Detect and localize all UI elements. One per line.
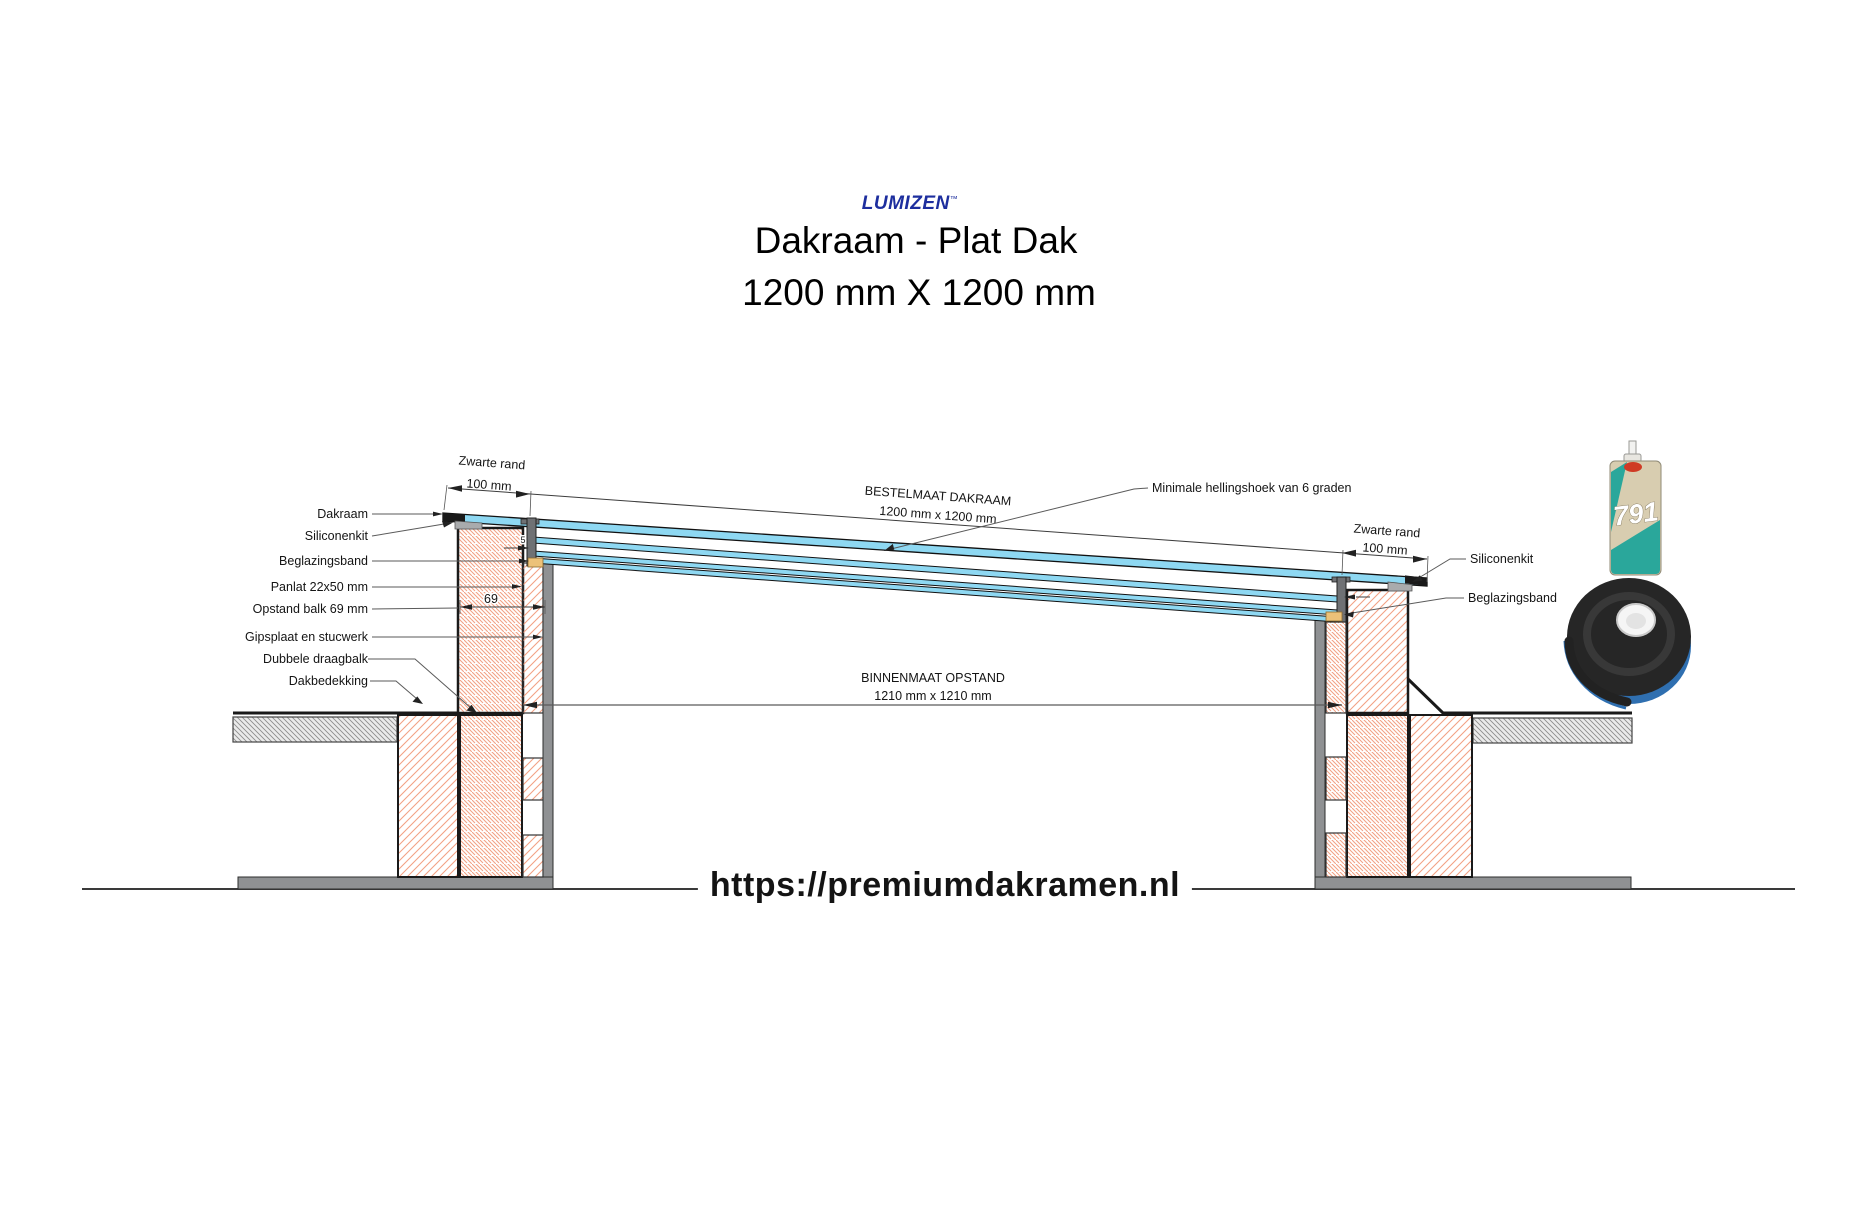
leader-arrow <box>1344 611 1354 618</box>
page-title: Dakraam - Plat Dak <box>754 220 1078 261</box>
opstand-width-value: 69 <box>484 592 498 606</box>
left-labels: Dakraam Siliconenkit Beglazingsband Panl… <box>245 507 369 688</box>
label-siliconenkit-right: Siliconenkit <box>1470 552 1534 566</box>
tape-tail <box>1564 636 1632 707</box>
sealant-number: 791 <box>1612 496 1660 531</box>
dim-arrow <box>516 490 530 498</box>
right-foundation-bar <box>1314 876 1632 890</box>
label-siliconenkit-left: Siliconenkit <box>305 529 369 543</box>
label-beglazingsband-left: Beglazingsband <box>279 554 368 568</box>
leader-arrow <box>433 511 443 517</box>
trademark-symbol: ™ <box>949 194 959 204</box>
leader-arrow <box>1412 575 1423 582</box>
dim-arrow <box>460 604 472 610</box>
leader-arrow <box>533 634 543 640</box>
right-batten-block <box>1325 621 1347 714</box>
left-support-beam-outer <box>397 714 459 878</box>
right-leader-lines <box>884 487 1466 618</box>
zwarte-rand-left-label: Zwarte rand <box>458 454 526 473</box>
label-dakraam: Dakraam <box>317 507 368 521</box>
left-silicone-bead <box>454 520 483 530</box>
dim-arrow <box>1344 594 1355 600</box>
left-batten-block <box>522 757 544 801</box>
label-dakbedekking: Dakbedekking <box>289 674 368 688</box>
right-support-beam-outer <box>1409 714 1473 878</box>
right-roof-slab <box>1472 717 1633 744</box>
label-beglazingsband-right: Beglazingsband <box>1468 591 1557 605</box>
left-leader-lines <box>368 511 543 713</box>
leader-arrow <box>512 584 522 589</box>
brand-logo: LUMIZEN™ <box>862 193 958 215</box>
right-roof-membrane <box>1406 677 1632 715</box>
right-labels: Minimale hellingshoek van 6 graden Silic… <box>1152 481 1557 605</box>
left-plasterboard-strip <box>542 562 554 878</box>
zwarte-rand-right-size: 100 mm <box>1362 540 1408 557</box>
left-glazing-tape <box>527 557 544 568</box>
glass-pane-bottom-1 <box>532 550 1338 616</box>
glass-pane-top <box>442 512 1428 587</box>
leader-arrow <box>412 696 423 704</box>
brand-text: LUMIZEN <box>861 193 950 214</box>
leader-arrow <box>519 558 529 564</box>
label-opstand-balk: Opstand balk 69 mm <box>253 602 368 616</box>
left-batten-block <box>522 834 544 878</box>
cartridge-logo <box>1624 462 1642 472</box>
left-support-beam-inner <box>459 714 523 878</box>
dimension-glass-offset-left: 5 <box>504 534 529 551</box>
leader-arrow <box>442 521 453 528</box>
cartridge-nozzle <box>1628 440 1637 456</box>
product-sealant-cartridge: 791 <box>1609 440 1662 576</box>
skylight-glazing <box>442 512 1428 623</box>
dimension-glass-offset-right <box>1344 594 1370 600</box>
right-silicone-bead <box>1387 581 1413 592</box>
right-glazing-tape <box>1325 611 1343 622</box>
right-upstand-beam <box>1345 588 1410 715</box>
left-wall <box>397 526 554 878</box>
dim-arrow <box>1328 701 1342 709</box>
right-frame-profile <box>1336 576 1347 623</box>
dim-arrow <box>523 701 537 709</box>
zwarte-rand-right-label: Zwarte rand <box>1353 522 1421 541</box>
binnenmaat-size: 1210 mm x 1210 mm <box>874 689 991 703</box>
dimension-opstand-width: 69 <box>459 591 546 614</box>
cartridge-label-teal-base <box>1611 556 1660 574</box>
glass-offset-value: 5 <box>520 535 525 545</box>
cartridge-label-teal-left <box>1611 462 1627 532</box>
product-glazing-tape-roll <box>1563 578 1691 710</box>
right-plasterboard-strip <box>1314 617 1326 878</box>
binnenmaat-label: BINNENMAAT OPSTAND <box>861 671 1005 685</box>
leader-arrow <box>466 704 477 713</box>
right-support-beam-inner <box>1346 714 1409 878</box>
label-gipsplaat: Gipsplaat en stucwerk <box>245 630 369 644</box>
dim-arrow <box>518 545 529 551</box>
dim-arrow <box>533 604 545 610</box>
dimension-bestelmaat <box>443 484 1429 583</box>
label-dubbele-draagbalk: Dubbele draagbalk <box>263 652 369 666</box>
label-panlat: Panlat 22x50 mm <box>271 580 368 594</box>
bestelmaat-size: 1200 mm x 1200 mm <box>879 504 997 527</box>
right-wall <box>1314 588 1473 878</box>
dim-arrow <box>1342 549 1356 557</box>
page-subtitle: 1200 mm X 1200 mm <box>742 272 1096 313</box>
black-edge-left <box>443 513 465 523</box>
tape-roll-ring <box>1583 592 1675 676</box>
dimension-binnenmaat: BINNENMAAT OPSTAND 1210 mm x 1210 mm <box>523 671 1342 709</box>
left-upstand-beam <box>456 526 525 715</box>
leader-arrow <box>884 543 895 551</box>
right-batten-block <box>1325 756 1347 801</box>
website-url[interactable]: https://premiumdakramen.nl <box>697 866 1193 905</box>
tape-roll-core-hole <box>1626 613 1646 629</box>
dim-arrow <box>1413 555 1427 563</box>
left-foundation-bar <box>237 876 554 890</box>
label-hellingshoek: Minimale hellingshoek van 6 graden <box>1152 481 1351 495</box>
zwarte-rand-left-size: 100 mm <box>466 476 512 493</box>
right-batten-block <box>1325 832 1347 878</box>
left-roof-slab <box>232 716 398 743</box>
dim-arrow <box>448 485 462 492</box>
